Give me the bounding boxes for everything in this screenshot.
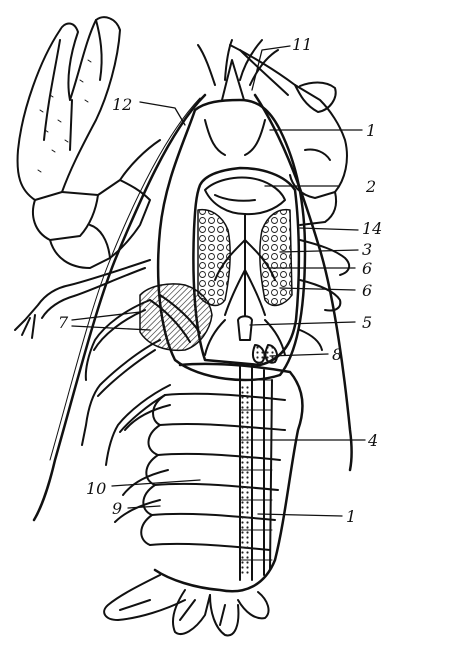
label-10: 10 [86,479,106,498]
label-11: 11 [292,35,312,54]
label-3: 3 [362,240,372,259]
left-claw [18,17,160,268]
right-walking-legs [300,240,349,350]
label-1-bottom: 1 [346,507,356,526]
label-8: 8 [332,345,342,364]
dissection-window [193,168,298,365]
abdomen [115,364,303,591]
label-4: 4 [367,431,378,450]
label-14: 14 [362,219,382,238]
label-6-upper: 6 [362,259,372,278]
label-6-lower: 6 [362,281,372,300]
label-2: 2 [365,177,376,196]
label-7: 7 [58,313,69,332]
label-1-top: 1 [366,121,376,140]
label-12: 12 [112,95,132,114]
label-9: 9 [112,499,122,518]
label-5: 5 [362,313,372,332]
